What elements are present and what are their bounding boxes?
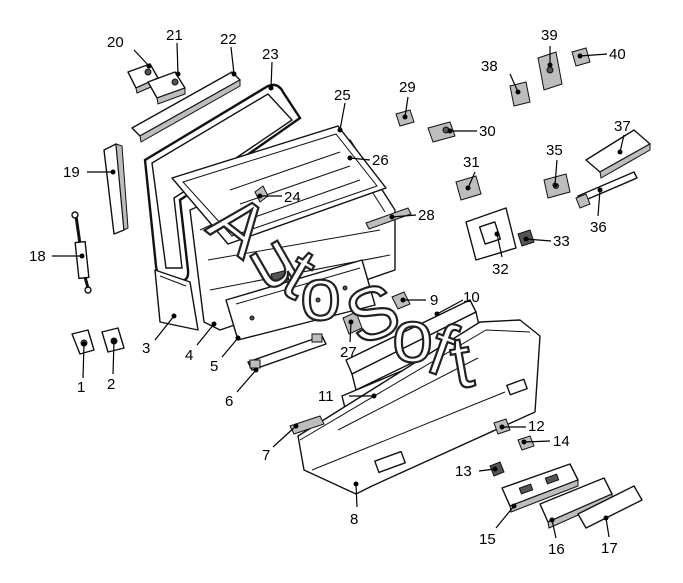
callout-7: 7: [262, 447, 270, 464]
callout-18: 18: [29, 248, 46, 265]
part-3-panel: [154, 269, 199, 331]
callout-21: 21: [166, 27, 183, 44]
callout-1: 1: [77, 379, 85, 396]
callout-26: 26: [372, 152, 389, 169]
callout-3: 3: [142, 340, 150, 357]
part-19-trim: [103, 143, 129, 235]
callout-38: 38: [481, 58, 498, 75]
part-22-weatherstrip: [131, 71, 241, 143]
part-8-bumper: [297, 319, 541, 495]
part-18-strut: [71, 211, 92, 294]
callout-22: 22: [220, 31, 237, 48]
callout-10: 10: [463, 289, 480, 306]
part-10-reinforcement: [345, 299, 481, 391]
part-17-lens: [577, 485, 643, 529]
callout-36: 36: [590, 219, 607, 236]
callout-8: 8: [350, 511, 358, 528]
callout-6: 6: [225, 393, 233, 410]
part-21-pad: [147, 71, 186, 105]
callout-20: 20: [107, 34, 124, 51]
part-38-latch: [509, 81, 531, 107]
leader-lines: [52, 42, 625, 539]
callout-5: 5: [210, 358, 218, 375]
callout-29: 29: [399, 79, 416, 96]
callout-19: 19: [63, 164, 80, 181]
callout-37: 37: [614, 118, 631, 135]
callout-12: 12: [528, 418, 545, 435]
callout-2: 2: [107, 376, 115, 393]
callout-11: 11: [318, 388, 334, 405]
callout-17: 17: [601, 540, 618, 557]
callout-33: 33: [553, 233, 570, 250]
part-26-glass: [171, 125, 387, 245]
callout-39: 39: [541, 27, 558, 44]
callout-31: 31: [463, 154, 480, 171]
callout-30: 30: [479, 123, 496, 140]
callout-14: 14: [553, 433, 570, 450]
callout-32: 32: [492, 261, 509, 278]
callout-40: 40: [609, 46, 626, 63]
callout-28: 28: [418, 207, 435, 224]
parts-drawing: [71, 47, 651, 529]
part-28-strip: [365, 207, 412, 230]
part-30-latch: [427, 121, 456, 143]
callout-35: 35: [546, 142, 563, 159]
watermark-letter: o: [300, 253, 341, 336]
part-37-panel: [585, 129, 651, 179]
part-20-pad: [127, 63, 159, 94]
callout-16: 16: [548, 541, 565, 558]
callout-labels: 1 2 3 4 5 6 7 8 9 10 11 12 13 14 15 16 1…: [29, 27, 631, 558]
part-36-rod: [575, 171, 638, 209]
callout-23: 23: [262, 46, 279, 63]
callout-25: 25: [334, 87, 351, 104]
part-7-bracket: [289, 415, 325, 435]
part-6-bracket: [247, 333, 327, 371]
part-5-trim-panel: [225, 259, 376, 341]
callout-24: 24: [284, 189, 301, 206]
callout-4: 4: [185, 347, 193, 364]
callout-27: 27: [340, 344, 357, 361]
part-32-plate: [465, 207, 517, 261]
callout-15: 15: [479, 531, 496, 548]
watermark-letter: o: [392, 295, 433, 378]
callout-9: 9: [430, 292, 438, 309]
callout-13: 13: [455, 463, 472, 480]
